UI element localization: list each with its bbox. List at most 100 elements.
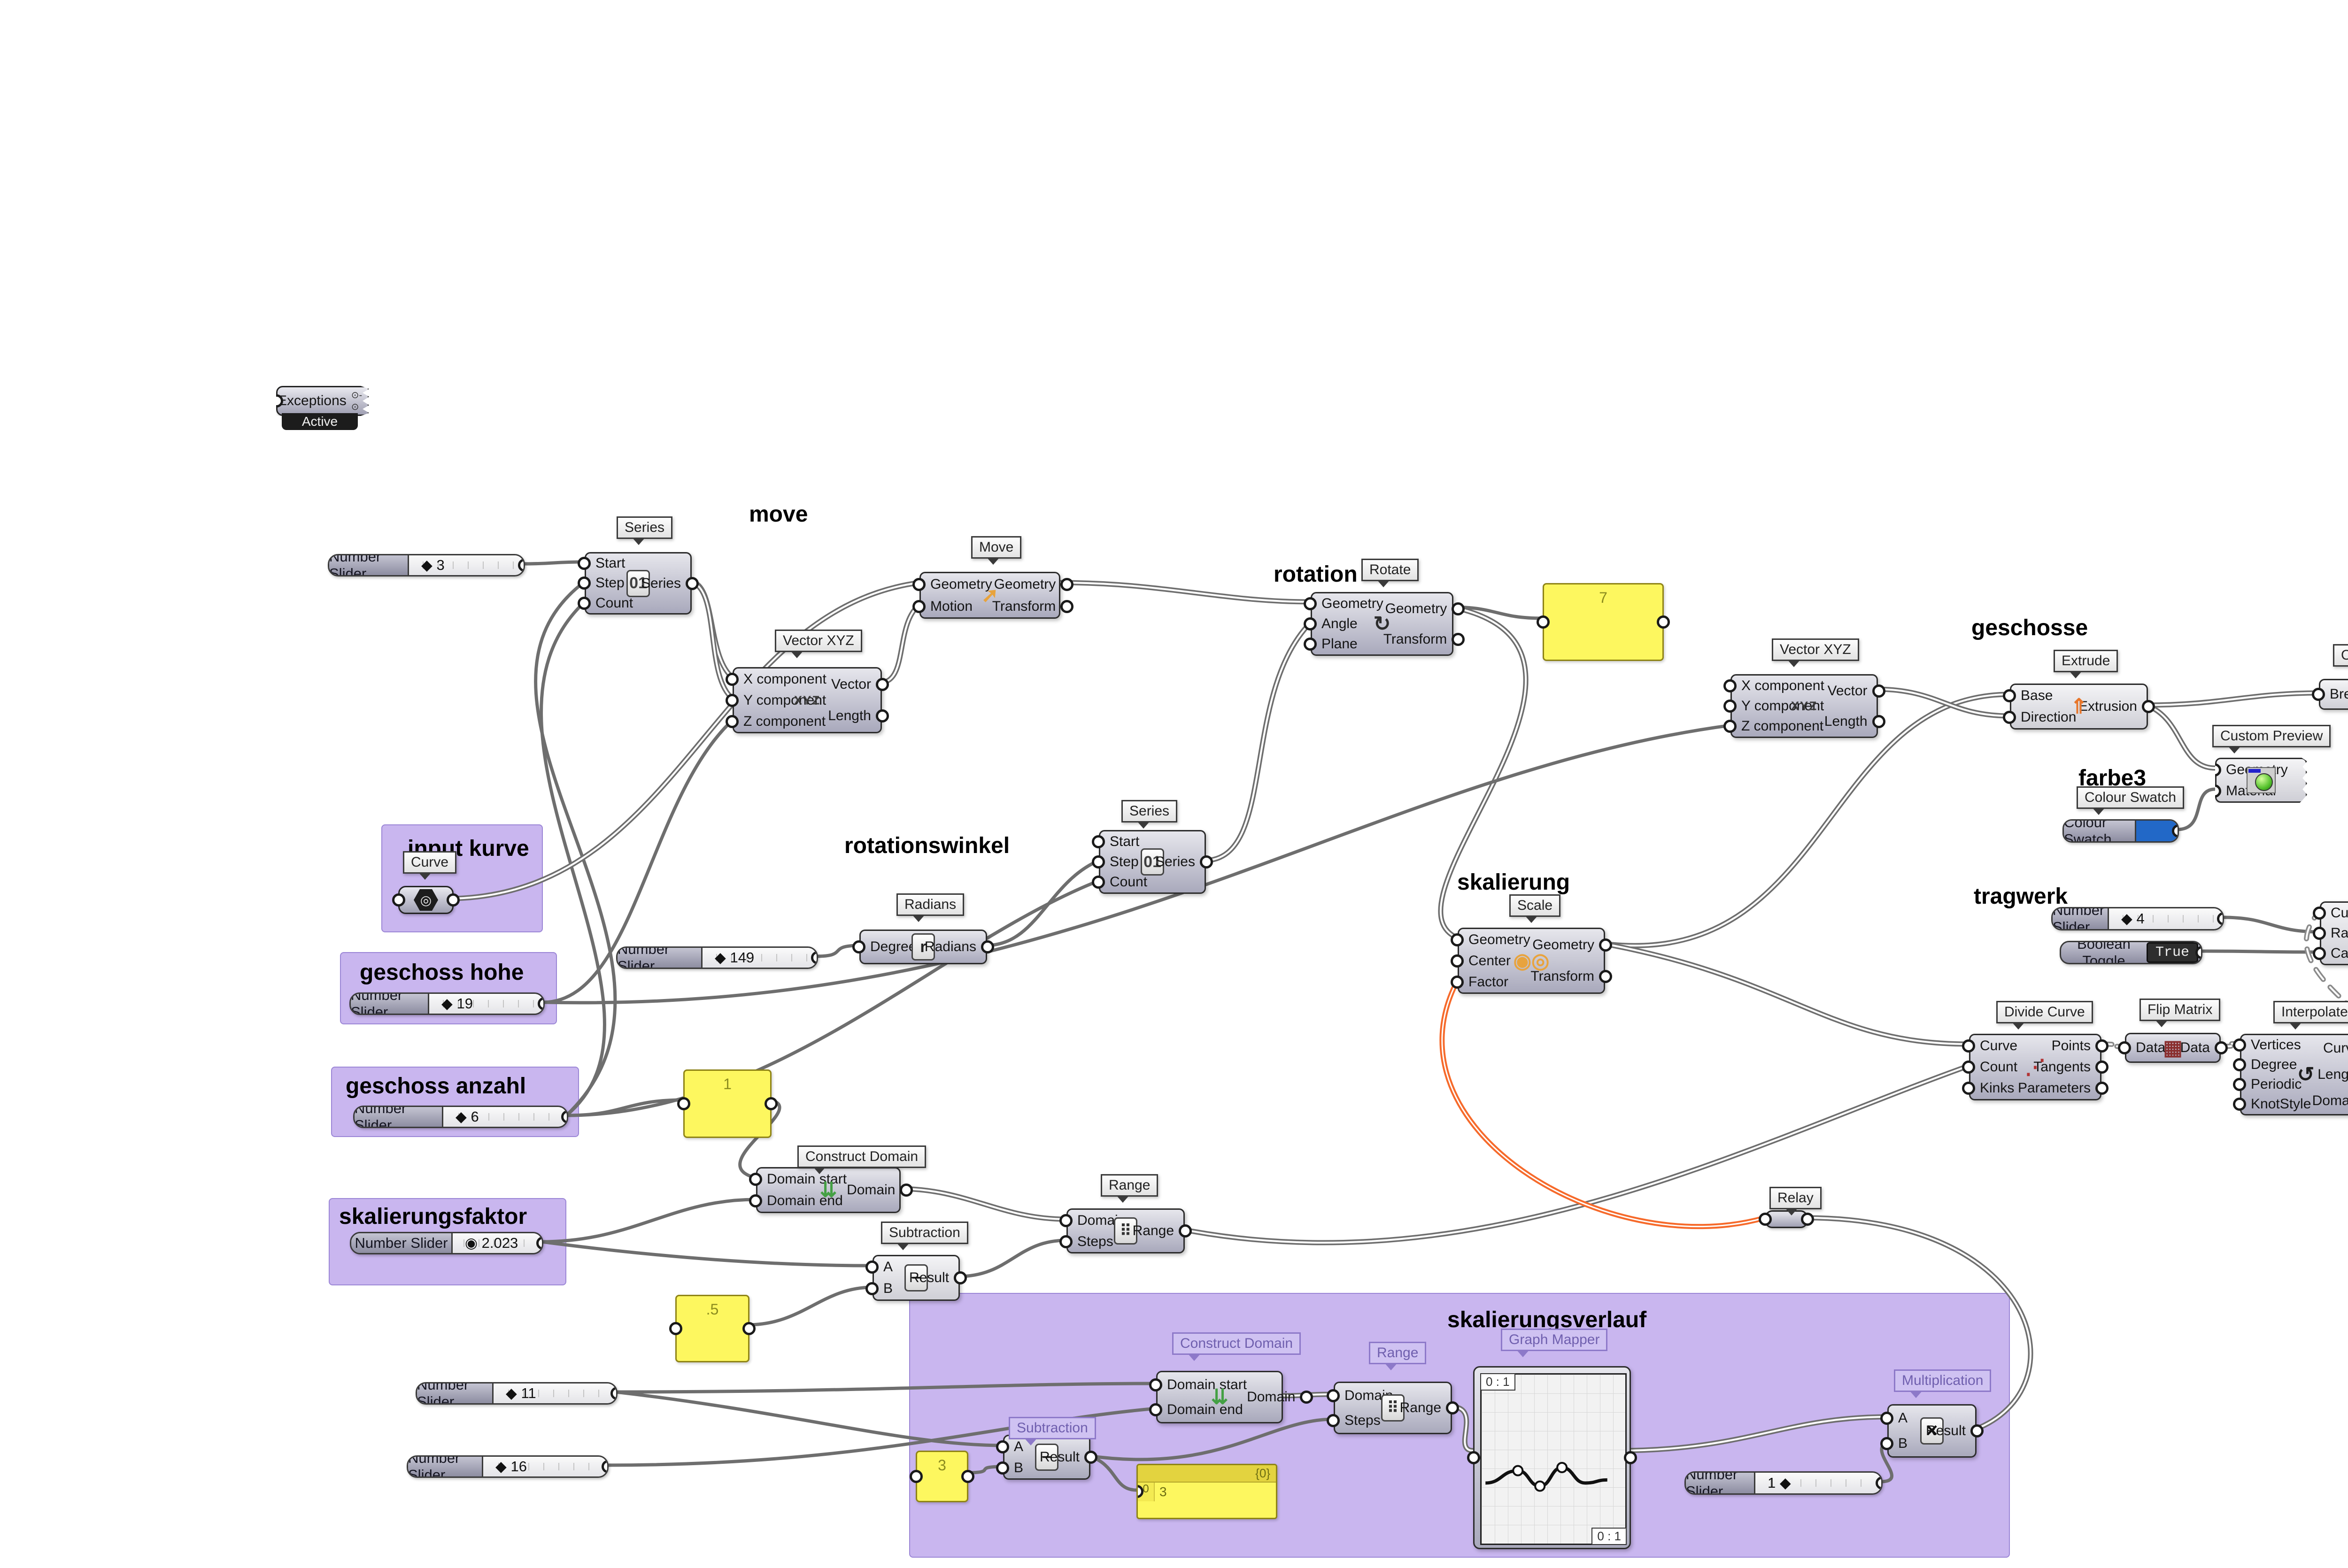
subtraction-2-input-port[interactable] (996, 1440, 1009, 1453)
colour-swatch-3[interactable]: Colour Swatch (2062, 819, 2179, 843)
relay-input-port[interactable] (1759, 1213, 1772, 1226)
pipe[interactable]: CurveRadiusCaps▰Pipe (2313, 901, 2348, 965)
series-2-output-port[interactable] (1200, 855, 1213, 869)
interpolate-input-port[interactable] (2233, 1078, 2246, 1091)
number-slider-6[interactable]: Number Slider◆ 6 (353, 1106, 568, 1128)
number-slider-16-output-port[interactable] (602, 1460, 607, 1473)
panel-1[interactable]: 1 (677, 1069, 778, 1138)
number-slider-19-value[interactable]: ◆ 19 (429, 994, 543, 1014)
series-2-input-port[interactable] (1092, 876, 1105, 889)
interpolate-input-port[interactable] (2233, 1058, 2246, 1071)
vector-xyz-2-input-port[interactable] (1723, 699, 1737, 713)
subtraction-2-input-port[interactable] (996, 1461, 1009, 1475)
move-output-port[interactable] (1060, 577, 1074, 591)
curve-param-input-port[interactable] (392, 893, 405, 907)
scale-input-port[interactable] (1451, 975, 1464, 989)
divide-curve-output-port[interactable] (2095, 1039, 2109, 1053)
number-slider-19[interactable]: Number Slider◆ 19 (349, 992, 545, 1015)
boolean-toggle-value[interactable]: True (2146, 942, 2198, 963)
number-slider-149[interactable]: Number Slider◆ 149 (616, 946, 818, 969)
number-slider-16[interactable]: Number Slider◆ 16 (407, 1455, 609, 1478)
number-slider-2023-value[interactable]: ◉ 2.023 (453, 1233, 542, 1253)
panel-7-output-port[interactable] (1657, 615, 1670, 629)
subtraction-1-input-port[interactable] (865, 1282, 879, 1295)
graph-mapper-output-port[interactable] (1624, 1451, 1637, 1464)
number-slider-19-output-port[interactable] (538, 997, 543, 1010)
panel-05[interactable]: .5 (669, 1295, 756, 1362)
relay[interactable] (1759, 1210, 1814, 1228)
construct-domain-2-output-port[interactable] (1300, 1391, 1313, 1404)
vector-xyz-1-output-port[interactable] (876, 709, 889, 723)
cap-holes[interactable]: Brep◆Brep (2312, 679, 2348, 710)
range-2-input-port[interactable] (1327, 1414, 1340, 1427)
panel-3-output-port[interactable] (961, 1470, 974, 1483)
custom-preview-3-input-port[interactable] (2215, 784, 2221, 798)
panel-05-input-port[interactable] (669, 1322, 682, 1335)
curve-param-output-port[interactable] (447, 893, 460, 907)
pipe-input-port[interactable] (2313, 906, 2326, 920)
number-slider-6-output-port[interactable] (561, 1110, 567, 1123)
number-slider-gm-1-value[interactable]: 1 ◆ (1755, 1473, 1881, 1493)
vector-xyz-2-input-port[interactable] (1723, 679, 1737, 692)
rotate-output-port[interactable] (1452, 602, 1465, 615)
number-slider-4-output-port[interactable] (2217, 912, 2223, 925)
vector-xyz-1-input-port[interactable] (726, 715, 739, 728)
divide-curve-output-port[interactable] (2095, 1082, 2109, 1095)
vector-xyz-2-input-port[interactable] (1723, 720, 1737, 733)
number-slider-gm-1-output-port[interactable] (1876, 1476, 1881, 1490)
move-output-port[interactable] (1060, 600, 1074, 613)
colour-swatch-3-color[interactable] (2136, 821, 2178, 841)
range-1-input-port[interactable] (1059, 1214, 1073, 1227)
vector-xyz-2-output-port[interactable] (1872, 715, 1885, 728)
number-slider-149-output-port[interactable] (811, 951, 817, 964)
divide-curve-input-port[interactable] (1962, 1039, 1975, 1053)
interpolate-input-port[interactable] (2233, 1098, 2246, 1111)
relay-output-port[interactable] (1801, 1213, 1814, 1226)
number-slider-2023-output-port[interactable] (536, 1237, 542, 1250)
panel-1-output-port[interactable] (765, 1097, 778, 1110)
panel-05-output-port[interactable] (742, 1322, 756, 1335)
series-1-input-port[interactable] (578, 557, 591, 570)
rotate-input-port[interactable] (1304, 638, 1317, 651)
series-2-input-port[interactable] (1092, 835, 1105, 848)
range-1-input-port[interactable] (1059, 1235, 1073, 1248)
number-slider-16-value[interactable]: ◆ 16 (483, 1457, 607, 1476)
vector-xyz-1-input-port[interactable] (726, 693, 739, 707)
series-1-input-port[interactable] (578, 576, 591, 590)
construct-domain-1-output-port[interactable] (900, 1184, 913, 1197)
divide-curve-output-port[interactable] (2095, 1060, 2109, 1074)
colour-swatch-3-output-port[interactable] (2172, 824, 2178, 838)
panel-3-input-port[interactable] (910, 1470, 923, 1483)
construct-domain-2-input-port[interactable] (1149, 1403, 1162, 1416)
multiplication-input-port[interactable] (1880, 1412, 1893, 1425)
number-slider-11[interactable]: Number Slider◆ 11 (416, 1382, 618, 1405)
series-1-output-port[interactable] (686, 576, 699, 590)
number-slider-3-output-port[interactable] (518, 559, 524, 572)
number-slider-3-value[interactable]: ◆ 3 (409, 555, 524, 575)
panel-3[interactable]: 3 (910, 1451, 974, 1502)
construct-domain-1-input-port[interactable] (749, 1173, 762, 1186)
graph-mapper-input-port[interactable] (1467, 1451, 1480, 1464)
extrude-input-port[interactable] (2003, 711, 2016, 724)
interpolate[interactable]: VerticesDegreePeriodicKnotStyle↺CurveLen… (2233, 1034, 2348, 1115)
range-2-output-port[interactable] (1446, 1401, 1459, 1414)
move-input-port[interactable] (912, 577, 926, 591)
number-slider-2023[interactable]: Number Slider◉ 2.023 (350, 1232, 543, 1254)
number-slider-11-output-port[interactable] (610, 1387, 616, 1400)
number-slider-11-value[interactable]: ◆ 11 (494, 1384, 616, 1403)
